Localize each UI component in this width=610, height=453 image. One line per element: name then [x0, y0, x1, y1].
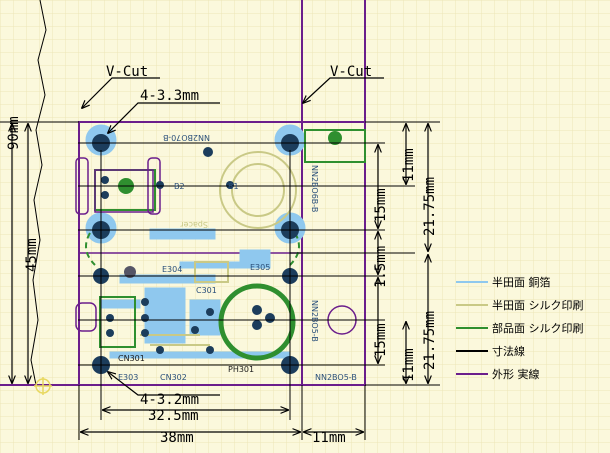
legend-label-dimension: 寸法線	[492, 344, 525, 358]
silk-e305: E305	[250, 263, 270, 272]
origin-marker-icon	[34, 377, 52, 395]
silk-board-name-right: NN2BO6B-B	[310, 165, 319, 212]
silk-ph301: PH301	[228, 365, 254, 374]
component-silk	[85, 129, 366, 361]
dim-r-11-top: 11mm	[401, 148, 417, 182]
silk-e303: E303	[118, 373, 138, 382]
dim-bottom-outer: 38mm	[160, 430, 194, 446]
legend-label-comp-silk: 部品面 シルク印刷	[492, 321, 584, 335]
silk-b1: B1	[228, 182, 239, 191]
dim-bottom-inner: 32.5mm	[148, 408, 199, 424]
silk-c301: C301	[196, 286, 217, 295]
silk-cn301: CN301	[118, 354, 145, 363]
solder-silk	[140, 151, 297, 346]
silk-e304: E304	[162, 265, 182, 274]
legend: 半田面 銅箔 半田面 シルク印刷 部品面 シルク印刷 寸法線 外形 実線	[456, 275, 584, 381]
vcut-left-label: V-Cut	[106, 64, 148, 80]
dim-left-inner: 45mm	[24, 238, 40, 272]
vcut-right-label: V-Cut	[330, 64, 372, 80]
dim-r-15-bot: 15mm	[373, 323, 389, 357]
dim-r-15-mid: 1.5mm	[373, 246, 389, 288]
break-line	[30, 0, 47, 386]
legend-label-outline: 外形 実線	[492, 367, 540, 381]
silk-b2: B2	[174, 182, 185, 191]
dim-r-11-bot: 11mm	[401, 348, 417, 382]
holes-bottom-label: 4-3.2mm	[140, 392, 199, 408]
legend-label-copper: 半田面 銅箔	[492, 275, 551, 289]
legend-label-solder-silk: 半田面 シルク印刷	[492, 298, 584, 312]
dimension-arrows	[12, 77, 428, 432]
dim-r-15-top: 15mm	[373, 188, 389, 222]
dim-r-2175-top: 21.75mm	[422, 177, 438, 236]
extension-lines	[0, 121, 440, 386]
silk-board-name-bottom: NN2BO5-B	[315, 373, 357, 382]
silk-cn302: CN302	[160, 373, 187, 382]
silk-spacer: Spacer	[180, 220, 208, 229]
silk-board-name-top: NN2BO70-B	[163, 133, 210, 142]
dim-bottom-side: 11mm	[312, 430, 346, 446]
dim-left-outer: 90mm	[6, 116, 22, 150]
dim-r-2175-bot: 21.75mm	[422, 311, 438, 370]
centerlines	[78, 150, 366, 440]
holes-top-label: 4-3.3mm	[140, 88, 199, 104]
silk-board-name-right2: NN2BO5-B	[310, 300, 319, 342]
